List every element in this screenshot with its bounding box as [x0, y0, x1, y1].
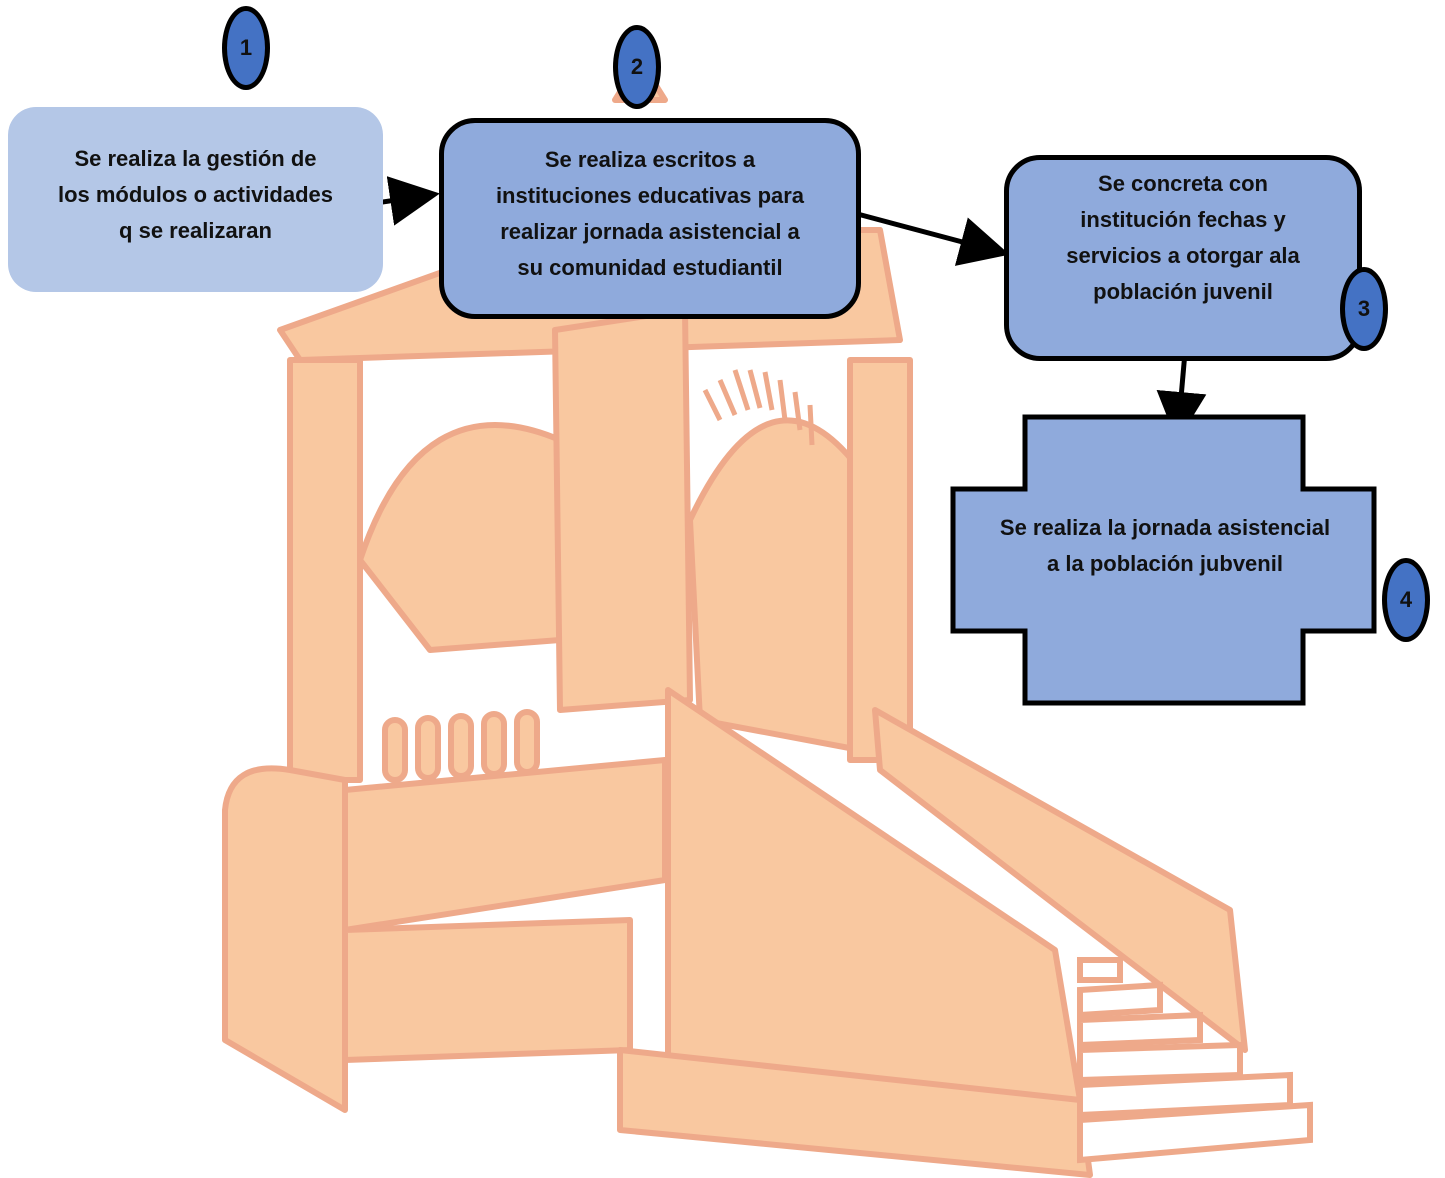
step-4-line: a la población jubvenil	[1047, 551, 1283, 576]
step-3-text: Se concreta con institución fechas y ser…	[1066, 166, 1300, 310]
step-3-number-badge: 3	[1340, 267, 1388, 351]
step-1-box: Se realiza la gestión de los módulos o a…	[8, 107, 383, 292]
step-2-line: Se realiza escritos a	[544, 146, 756, 172]
step-4-number-badge: 4	[1382, 558, 1430, 642]
step-3-line: población juvenil	[1093, 279, 1273, 304]
step-3-line: Se concreta con	[1098, 171, 1268, 196]
step-1-line: los módulos o actividades	[57, 181, 334, 207]
step-2-line: su comunidad estudiantil	[517, 254, 783, 280]
step-2-box: Se realiza escritos a instituciones educ…	[439, 118, 861, 319]
step-4-text: Se realiza la jornada asistencial a la p…	[1000, 510, 1330, 582]
step-3-box: Se concreta con institución fechas y ser…	[1004, 155, 1362, 361]
step-4-box: Se realiza la jornada asistencial a la p…	[955, 420, 1375, 702]
step-3-line: servicios a otorgar ala	[1066, 243, 1300, 268]
step-1-line: q se realizaran	[119, 217, 272, 243]
step-2-line: instituciones educativas para	[495, 182, 805, 208]
step-2-number-badge: 2	[613, 25, 661, 109]
step-3-line: institución fechas y	[1080, 207, 1286, 232]
step-1-line: Se realiza la gestión de	[74, 145, 317, 171]
step-2-line: realizar jornada asistencial a	[500, 218, 800, 244]
step-2-text: Se realiza escritos a instituciones educ…	[496, 142, 804, 286]
step-1-number-badge: 1	[222, 6, 270, 90]
step-1-text: Se realiza la gestión de los módulos o a…	[58, 141, 333, 249]
step-4-line: Se realiza la jornada asistencial	[999, 515, 1331, 540]
